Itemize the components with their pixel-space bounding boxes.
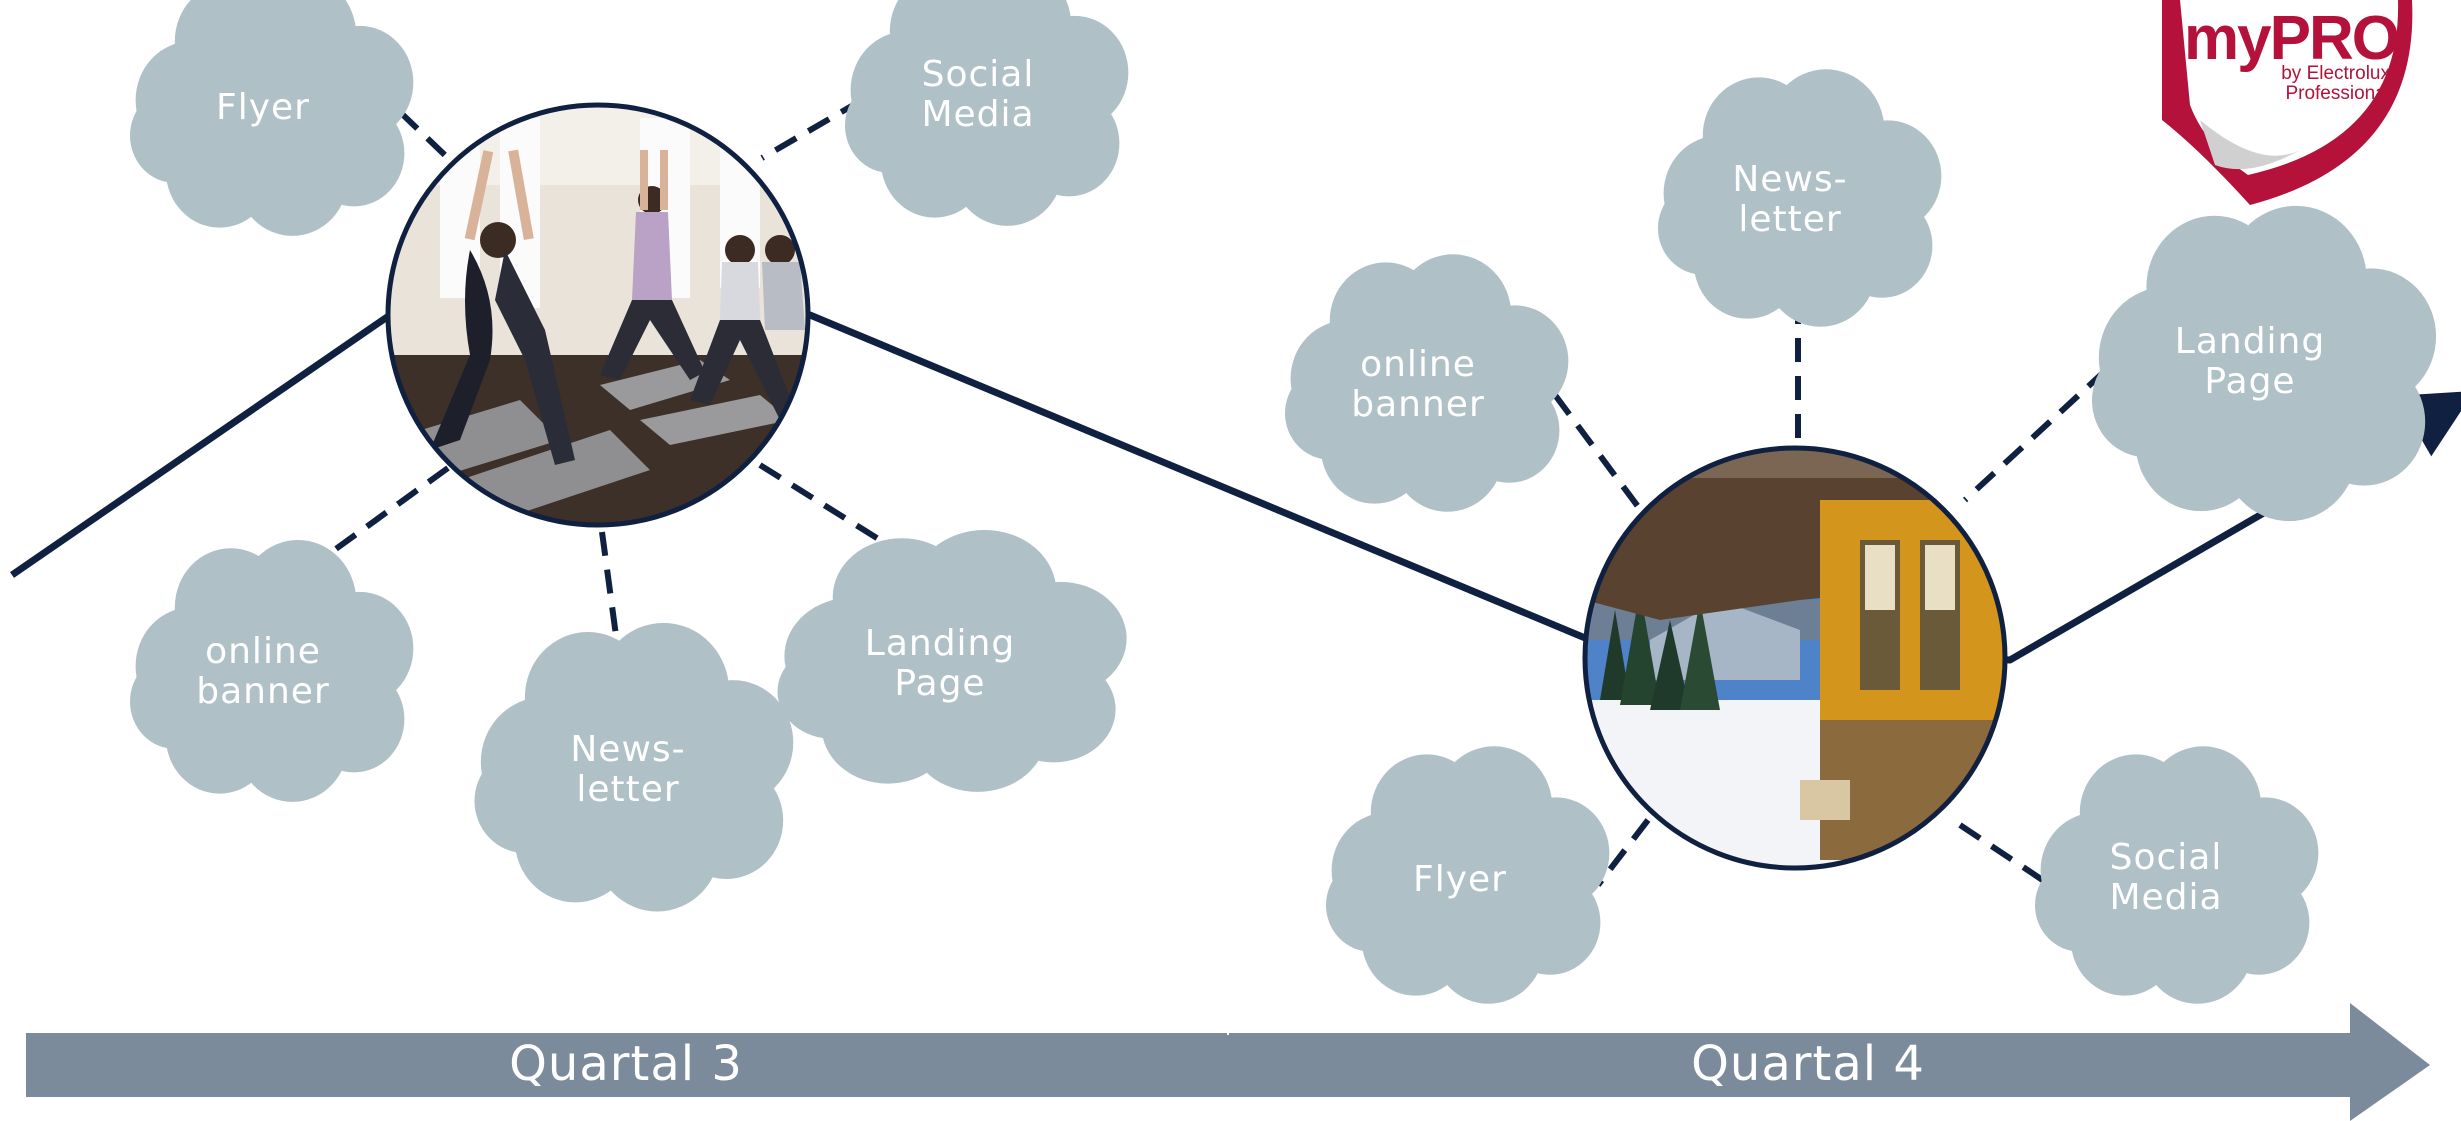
quarter-timeline-bar <box>26 1003 2430 1121</box>
quarter-4-label: Quartal 4 <box>1691 1036 1925 1092</box>
logo-wordmark: myPRO <box>2184 4 2400 73</box>
logo-subtitle: by Electrolux Professional <box>2250 64 2390 104</box>
q3-flyer-label: Flyer <box>216 88 310 128</box>
q4-online-banner-label: online banner <box>1351 345 1485 425</box>
q4-flyer-text: Flyer <box>1413 859 1507 900</box>
q4-newsletter-line1: News- <box>1732 159 1848 200</box>
q3-landing-page-line1: Landing <box>864 623 1016 664</box>
q4-online-banner-line2: banner <box>1351 384 1485 425</box>
q3-online-banner-label: online banner <box>196 632 330 712</box>
q4-landing-page-line1: Landing <box>2174 321 2326 362</box>
timeline-trend-line <box>10 311 2461 664</box>
q4-newsletter-line2: letter <box>1738 199 1842 240</box>
q3-image-circle <box>385 102 811 528</box>
q4-connectors <box>1552 300 2109 888</box>
logo-subtitle-line2: Professional <box>2285 83 2390 104</box>
q3-landing-page-label: Landing Page <box>865 624 1015 704</box>
q3-social-media-line1: Social <box>921 54 1035 95</box>
q3-online-banner-line1: online <box>205 631 321 672</box>
q3-landing-page-line2: Page <box>894 663 986 704</box>
q4-social-media-label: Social Media <box>2109 838 2222 918</box>
q3-newsletter-label: News- letter <box>570 730 685 810</box>
q4-social-media-line2: Media <box>2109 877 2223 918</box>
q3-newsletter-line1: News- <box>570 729 686 770</box>
q4-flyer-label: Flyer <box>1413 860 1507 900</box>
mypro-logo <box>2162 0 2413 205</box>
q4-landing-page-line2: Page <box>2204 361 2296 402</box>
q3-flyer-text: Flyer <box>216 87 310 128</box>
q4-online-banner-line1: online <box>1360 344 1476 385</box>
q3-newsletter-line2: letter <box>576 769 680 810</box>
q3-social-media-label: Social Media <box>921 55 1034 135</box>
q3-social-media-line2: Media <box>921 94 1035 135</box>
q4-image-circle <box>1582 445 2008 871</box>
q3-online-banner-line2: banner <box>196 671 330 712</box>
logo-subtitle-line1: by Electrolux <box>2281 63 2390 84</box>
q4-landing-page-label: Landing Page <box>2175 322 2325 402</box>
quarter-3-label: Quartal 3 <box>509 1036 743 1092</box>
q4-newsletter-label: News- letter <box>1732 160 1847 240</box>
q4-social-media-line1: Social <box>2109 837 2223 878</box>
